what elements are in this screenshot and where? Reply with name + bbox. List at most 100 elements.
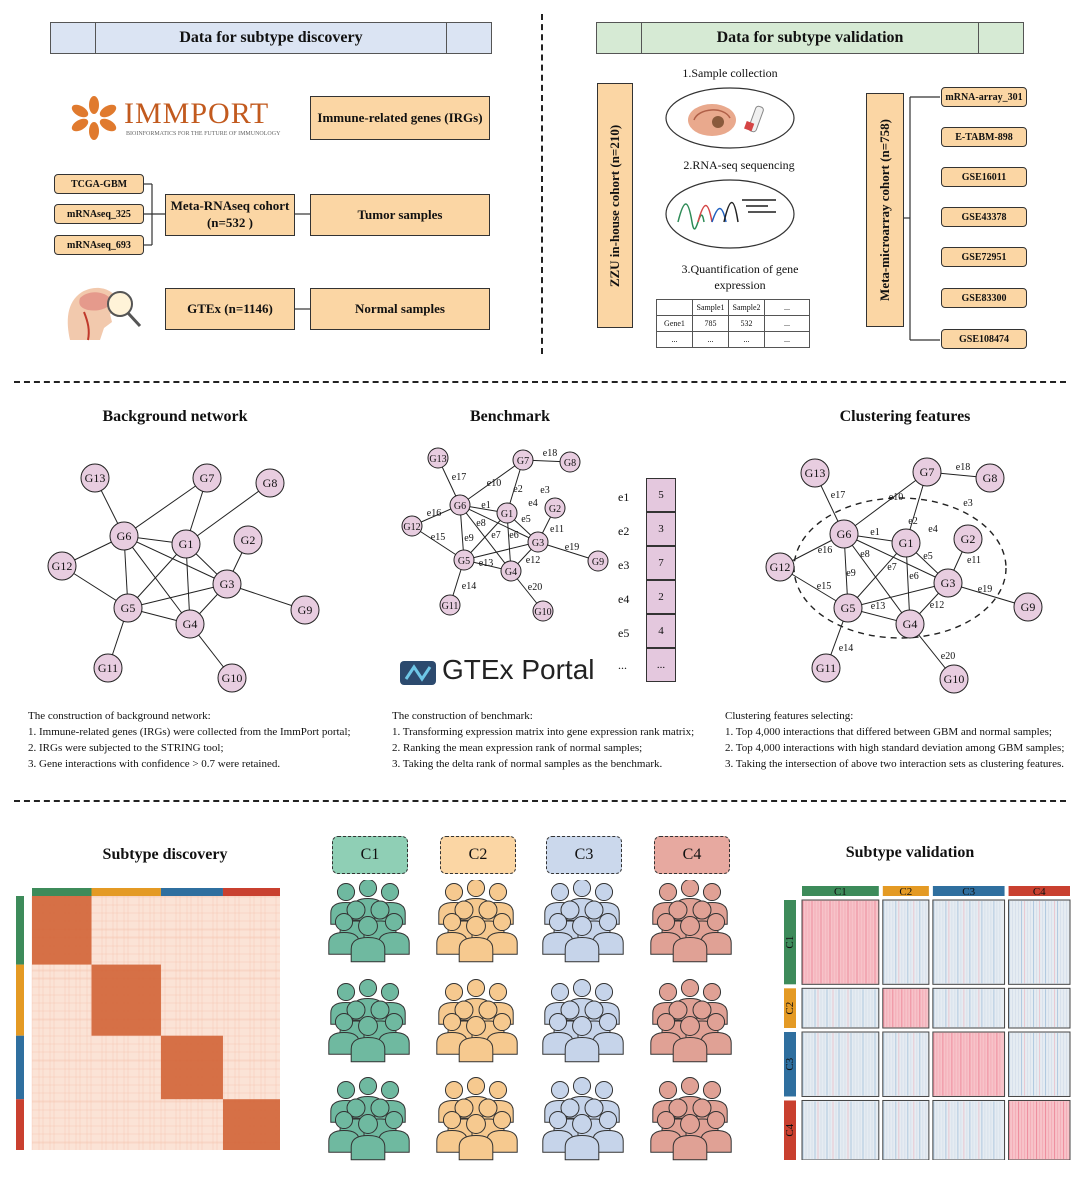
person-head xyxy=(598,1012,618,1032)
heatmap-block xyxy=(1008,987,1071,1029)
consensus-heatmap xyxy=(16,888,280,1150)
patient-group-c4 xyxy=(650,978,732,1063)
person-head xyxy=(550,882,570,902)
svg-text:e10: e10 xyxy=(487,478,501,489)
source-mrnaseq-693: mRNAseq_693 xyxy=(54,235,144,255)
bench-label: e3 xyxy=(618,558,630,572)
person-head xyxy=(454,1000,474,1020)
svg-text:G13: G13 xyxy=(429,454,446,465)
desc-line: 1. Top 4,000 interactions that differed … xyxy=(725,726,1052,738)
person-head xyxy=(656,1110,676,1130)
svg-text:G9: G9 xyxy=(592,557,604,568)
svg-text:e14: e14 xyxy=(462,581,476,592)
person-body xyxy=(564,1037,600,1063)
person-head xyxy=(358,880,378,898)
svg-text:e8: e8 xyxy=(860,549,869,560)
patient-group-c2 xyxy=(436,880,518,963)
person-head xyxy=(466,1114,486,1134)
svg-text:G1: G1 xyxy=(899,536,914,550)
step3-label: 3.Quantification of gene expression xyxy=(681,262,799,292)
person-head xyxy=(346,900,366,920)
cluster-row-bar xyxy=(16,1099,24,1150)
desc-line: 2. IRGs were subjected to the STRING too… xyxy=(28,742,224,754)
person-head xyxy=(680,978,700,998)
person-head xyxy=(334,1012,354,1032)
table-cell: ... xyxy=(728,331,765,348)
cluster-block xyxy=(222,1099,280,1150)
patient-group-c2 xyxy=(436,1076,518,1161)
discovery-header: Data for subtype discovery xyxy=(50,22,492,54)
person-body xyxy=(486,931,518,955)
svg-text:G9: G9 xyxy=(298,603,313,617)
person-head xyxy=(478,900,498,920)
person-head xyxy=(658,882,678,902)
bench-value: 7 xyxy=(646,546,676,580)
expression-table: Sample1 Sample2 ... Gene1 785 532 ... ..… xyxy=(656,299,810,348)
cluster-column-bar xyxy=(1008,886,1070,896)
svg-text:G7: G7 xyxy=(517,456,529,467)
svg-text:e19: e19 xyxy=(565,542,579,553)
svg-text:e1: e1 xyxy=(870,527,879,538)
patient-group-c1 xyxy=(328,1076,410,1161)
svg-text:G6: G6 xyxy=(117,529,132,543)
svg-text:e9: e9 xyxy=(464,533,473,544)
svg-text:G10: G10 xyxy=(944,672,965,686)
person-body xyxy=(458,937,494,963)
clustering-features-title: Clustering features xyxy=(839,408,971,425)
person-body xyxy=(378,931,410,955)
svg-text:G6: G6 xyxy=(454,501,466,512)
bench-value: 5 xyxy=(646,478,676,512)
cluster-column-bar xyxy=(222,888,280,896)
person-head xyxy=(334,1110,354,1130)
person-body xyxy=(592,1031,624,1055)
person-head xyxy=(572,1076,592,1096)
table-cell: ... xyxy=(656,331,693,348)
cluster-block xyxy=(160,1035,223,1100)
svg-text:e13: e13 xyxy=(479,558,493,569)
svg-text:e2: e2 xyxy=(513,484,522,495)
svg-text:G11: G11 xyxy=(442,601,459,612)
cluster-row-label: C4 xyxy=(784,1123,796,1136)
bench-value: 4 xyxy=(646,614,676,648)
svg-text:e2: e2 xyxy=(908,516,917,527)
cluster-tag-c3: C3 xyxy=(546,836,622,874)
person-head xyxy=(358,1016,378,1036)
gtex-portal-text: GTEx Portal xyxy=(442,654,595,685)
table-cell: ... xyxy=(764,331,810,348)
person-head xyxy=(358,1114,378,1134)
zzu-cohort-label: ZZU in-house cohort (n=210) xyxy=(607,124,622,287)
svg-text:G4: G4 xyxy=(903,617,918,631)
svg-text:e10: e10 xyxy=(889,492,903,503)
svg-text:G2: G2 xyxy=(549,504,561,515)
heatmap-block xyxy=(882,1099,930,1160)
svg-text:G12: G12 xyxy=(403,522,420,533)
svg-text:G1: G1 xyxy=(501,509,513,520)
svg-text:e8: e8 xyxy=(476,518,485,529)
bench-label: ... xyxy=(618,658,627,672)
person-head xyxy=(358,978,378,998)
person-head xyxy=(550,1080,570,1100)
svg-text:G5: G5 xyxy=(121,601,136,615)
person-head xyxy=(336,982,356,1002)
svg-text:e20: e20 xyxy=(941,651,955,662)
cluster-column-bar xyxy=(91,888,161,896)
cluster-block xyxy=(32,896,92,965)
svg-text:e4: e4 xyxy=(928,524,937,535)
cluster-row-bar xyxy=(16,896,24,965)
svg-text:e7: e7 xyxy=(887,562,896,573)
svg-text:e16: e16 xyxy=(818,545,832,556)
meta-microarray-label: Meta-microarray cohort (n=758) xyxy=(877,119,892,301)
patient-group-c1 xyxy=(328,978,410,1063)
person-head xyxy=(550,982,570,1002)
person-head xyxy=(370,1098,390,1118)
subtype-discovery-title: Subtype discovery xyxy=(102,846,228,863)
svg-text:e1: e1 xyxy=(481,500,490,511)
bench-label: e5 xyxy=(618,626,630,640)
person-head xyxy=(384,1110,404,1130)
dataset-tag: GSE83300 xyxy=(941,288,1027,308)
person-head xyxy=(454,1098,474,1118)
person-body xyxy=(350,937,386,963)
heatmap-block xyxy=(882,1031,930,1097)
person-head xyxy=(442,912,462,932)
clustering-nodes: G13 G7 G8 G6 G1 G2 G12 G3 G5 G4 G9 G11 G… xyxy=(765,457,1043,694)
